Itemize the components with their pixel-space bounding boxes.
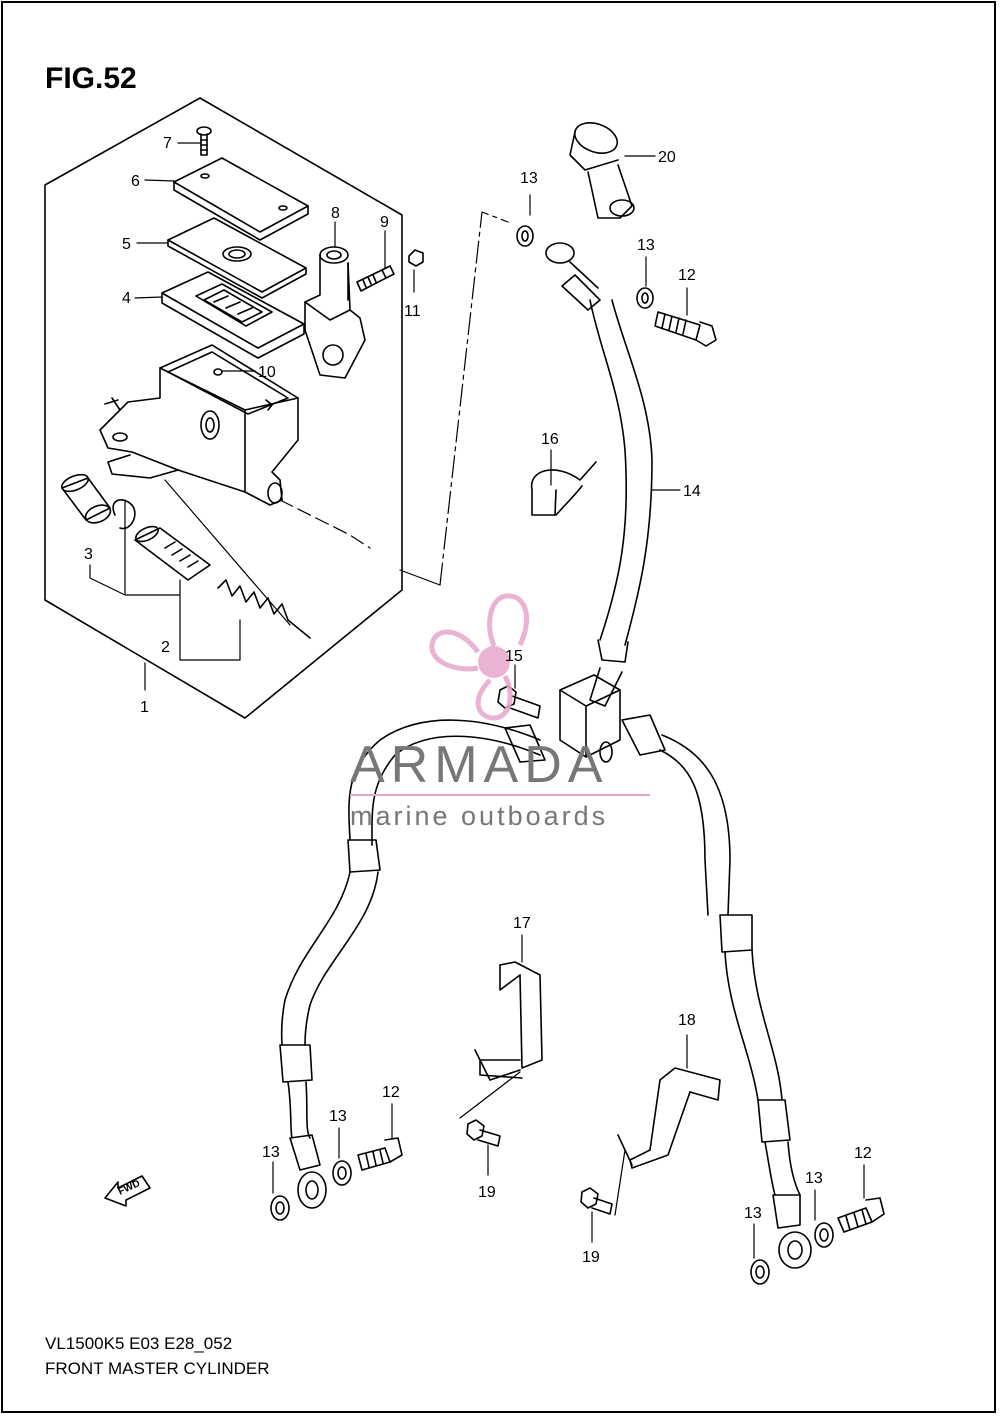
hose-clamp-part (530, 461, 597, 516)
cap-screw-part (196, 126, 212, 156)
callout-12-right: 12 (854, 1145, 872, 1162)
callout-9: 9 (380, 214, 389, 231)
callout-13-d: 13 (262, 1144, 280, 1161)
callout-leader-lines (134, 142, 865, 1259)
brake-light-switch-part (569, 122, 635, 219)
lower-left-hose-part (279, 719, 546, 1209)
callout-17: 17 (513, 915, 531, 932)
callout-19-b: 19 (582, 1249, 600, 1266)
diaphragm-part (161, 271, 305, 359)
callout-13-b: 13 (637, 237, 655, 254)
callout-13-c: 13 (329, 1108, 347, 1125)
callout-15: 15 (505, 648, 523, 665)
bracket-bolt-19-part (466, 1119, 501, 1147)
figure-title: FIG.52 (45, 62, 137, 95)
union-bolt-right-part (837, 1197, 885, 1233)
watermark-tagline: marine outboards (350, 801, 608, 831)
lever-bracket-part (304, 246, 366, 379)
hose-guide-18-part (614, 1067, 721, 1216)
washer-part (516, 225, 534, 247)
callout-13-e: 13 (805, 1170, 823, 1187)
lower-right-hose-part (621, 714, 812, 1269)
reservoir-cap-part (173, 157, 309, 241)
watermark-brand: ARMADA (350, 736, 608, 794)
forward-arrow-icon (104, 1175, 151, 1207)
callout-4: 4 (122, 290, 131, 307)
spring-part (217, 579, 311, 639)
callout-20: 20 (658, 149, 676, 166)
callout-19-a: 19 (478, 1184, 496, 1201)
callout-16: 16 (541, 431, 559, 448)
cup-part (60, 473, 112, 524)
bolt-part (356, 265, 395, 292)
nut-part (408, 249, 424, 267)
plate-part (167, 217, 307, 299)
callout-12-top: 12 (678, 267, 696, 284)
diagram-name: FRONT MASTER CYLINDER (45, 1359, 270, 1378)
callout-14: 14 (683, 483, 701, 500)
piston-part (134, 525, 211, 581)
callout-7: 7 (163, 135, 172, 152)
callout-6: 6 (131, 173, 140, 190)
callout-1: 1 (140, 699, 149, 716)
callout-10: 10 (258, 364, 276, 381)
diagram-code: VL1500K5 E03 E28_052 (45, 1334, 233, 1353)
bracket-bolt-19b-part (580, 1187, 613, 1215)
circlip-part (112, 499, 136, 530)
watermark-logo-icon (429, 593, 530, 721)
callout-11: 11 (404, 303, 421, 320)
upper-brake-hose-part (589, 299, 653, 707)
upper-banjo-part (545, 242, 601, 311)
callout-13-f: 13 (744, 1205, 762, 1222)
master-cylinder-body-part (99, 344, 299, 506)
assembly-box-outline (44, 97, 403, 719)
callout-5: 5 (122, 236, 131, 253)
callout-2: 2 (161, 639, 170, 656)
three-way-joint-part (559, 674, 621, 763)
callout-13-a: 13 (520, 170, 538, 187)
union-bolt-part (654, 311, 717, 347)
oil-window-part (213, 368, 223, 376)
callout-18: 18 (678, 1012, 696, 1029)
callout-8: 8 (331, 205, 340, 222)
union-bolt-left-part (357, 1137, 403, 1171)
hose-guide-17-part (459, 961, 543, 1119)
callout-12-left: 12 (382, 1084, 400, 1101)
callout-3: 3 (84, 546, 93, 563)
